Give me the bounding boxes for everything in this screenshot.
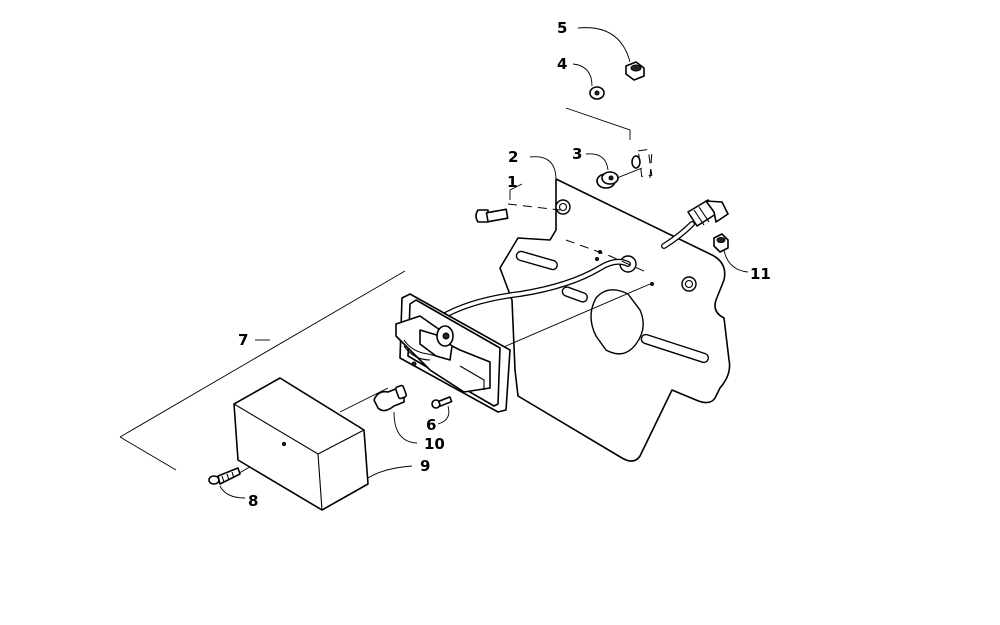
stud-washer[interactable] (631, 148, 653, 178)
screw[interactable] (208, 467, 241, 485)
mounting-bracket[interactable] (499, 178, 731, 462)
lens[interactable] (233, 377, 369, 511)
callout-labels: 1 2 3 4 5 6 7 8 9 10 11 (238, 19, 771, 510)
grommet[interactable] (596, 171, 619, 189)
bulb[interactable] (373, 384, 408, 412)
callout-9: 9 (420, 457, 430, 475)
centerline-stud (565, 239, 647, 273)
nut[interactable] (625, 61, 645, 81)
callout-10: 10 (424, 435, 445, 453)
wire-connector[interactable] (687, 199, 729, 227)
callout-6: 6 (426, 416, 436, 434)
callout-1: 1 (507, 173, 517, 191)
centerline-nut (649, 149, 653, 179)
callout-2: 2 (508, 148, 518, 166)
callout-5: 5 (557, 19, 567, 37)
wire-harness (437, 221, 695, 321)
bolt[interactable] (475, 208, 509, 223)
centerline-washer-nut (565, 107, 631, 140)
callout-11: 11 (750, 265, 771, 283)
callout-3: 3 (572, 145, 582, 163)
callout-leaders (219, 27, 749, 499)
callout-8: 8 (248, 492, 258, 510)
screw-small[interactable] (431, 396, 453, 409)
callout-4: 4 (557, 55, 567, 73)
washer[interactable] (589, 86, 605, 100)
callout-7: 7 (238, 331, 248, 349)
lamp-housing[interactable] (395, 293, 511, 413)
assembly-group-bracket (119, 270, 406, 471)
centerline-lamp (491, 283, 651, 353)
nut-bracket[interactable] (713, 233, 729, 253)
centerline-bolt (507, 203, 561, 211)
